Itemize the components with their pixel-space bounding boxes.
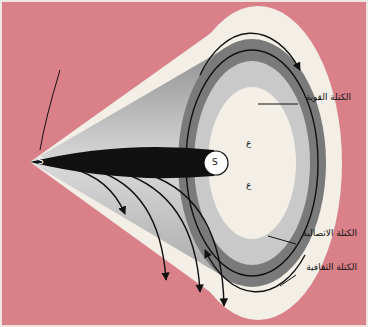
flow-arrow	[205, 250, 305, 292]
part-label: الكتلة الثقافية	[299, 262, 357, 272]
flow-circle	[186, 50, 318, 276]
letter-label: S	[38, 156, 44, 166]
part-label: الكتلة القوية	[301, 92, 351, 102]
letter-label: ع	[246, 138, 251, 148]
leader-line	[280, 275, 296, 286]
black-core	[30, 147, 214, 178]
part-label: الكتلة الاتصالية	[299, 228, 357, 238]
core-circle	[204, 151, 228, 175]
leader-line	[258, 104, 298, 105]
leader-line	[268, 236, 296, 244]
down-arrow	[70, 168, 125, 214]
letter-label: ع	[246, 180, 251, 190]
letter-label: S	[212, 157, 218, 167]
flow-arrow	[200, 33, 300, 75]
edge-line	[40, 70, 60, 150]
down-arrow	[120, 172, 200, 292]
down-arrow	[150, 175, 224, 306]
down-arrow	[95, 170, 166, 280]
